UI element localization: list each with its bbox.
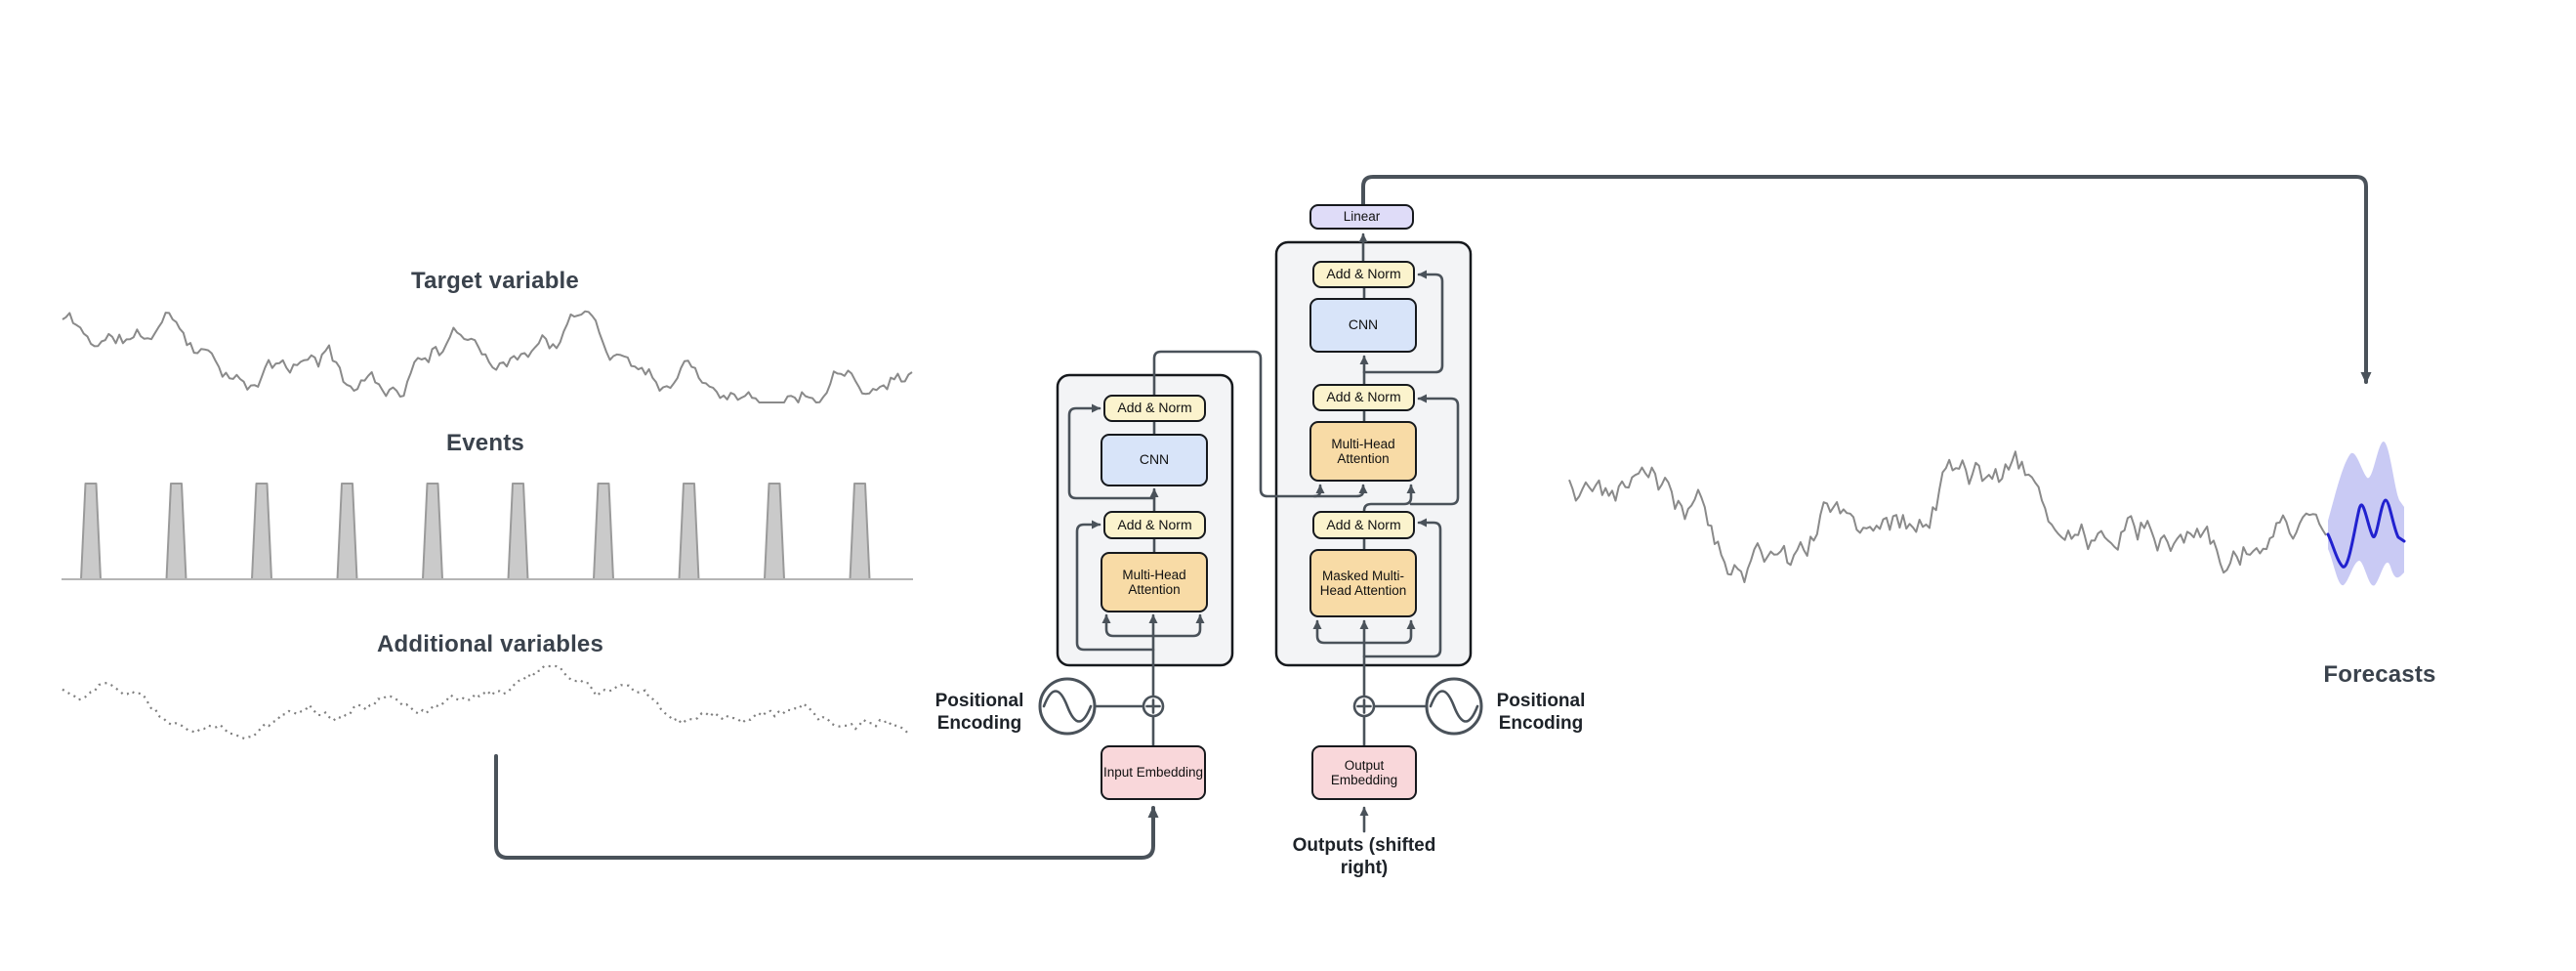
encoder-residual-cnn (1067, 403, 1156, 500)
events-series (80, 483, 871, 580)
event-pulse (80, 483, 102, 580)
encoder-add-norm-1: Add & Norm (1103, 395, 1206, 422)
encoder-attn-input-right (1151, 613, 1205, 638)
event-pulse (422, 483, 443, 580)
decoder-masked-input-right (1362, 619, 1416, 645)
target-variable-title: Target variable (411, 268, 579, 294)
encoder-to-decoder-connector (1152, 350, 1368, 498)
events-title: Events (446, 430, 524, 456)
sine-wave-icon (1425, 677, 1483, 736)
event-pulse (764, 483, 785, 580)
plus-circle-icon (1142, 695, 1165, 718)
plus-circle-icon (1352, 695, 1376, 718)
target-series (62, 310, 913, 403)
event-pulse (336, 483, 358, 580)
additional-variables-title: Additional variables (376, 631, 604, 657)
input-embedding: Input Embedding (1101, 745, 1206, 800)
encoder-add-norm-2: Add & Norm (1103, 511, 1206, 539)
history-series (1568, 450, 2327, 583)
event-pulse (593, 483, 614, 580)
encoder-attention: Multi-Head Attention (1101, 552, 1208, 612)
decoder-linear: Linear (1309, 204, 1414, 230)
input-connector-arrow (494, 754, 1159, 860)
sine-wave-icon (1038, 677, 1097, 736)
event-pulse (849, 483, 871, 580)
encoder-attn-input-left (1101, 613, 1155, 638)
decoder-residual-attn (1409, 394, 1460, 506)
decoder-add-norm-3: Add & Norm (1312, 511, 1415, 539)
event-pulse (251, 483, 272, 580)
linear-to-forecast-arrow (1361, 175, 2372, 384)
encoder-cnn: CNN (1101, 434, 1208, 486)
event-pulse (678, 483, 700, 580)
additional-series (62, 664, 909, 740)
decoder-cnn: CNN (1309, 298, 1417, 353)
decoder-attention: Multi-Head Attention (1309, 421, 1417, 482)
decoder-masked-input-left (1312, 619, 1366, 645)
event-pulse (165, 483, 187, 580)
decoder-add-norm-1: Add & Norm (1312, 261, 1415, 288)
outputs-shifted-right-label: Outputs (shifted right) (1292, 834, 1436, 878)
event-pulse (507, 483, 529, 580)
output-embedding: Output Embedding (1311, 745, 1417, 800)
encoder-residual-attn (1075, 520, 1155, 652)
decoder-masked-attention: Masked Multi-Head Attention (1309, 549, 1417, 617)
forecast-line (2326, 498, 2406, 569)
positional-encoding-right-label: Positional Encoding (1496, 690, 1586, 734)
decoder-residual-masked (1362, 518, 1442, 658)
decoder-residual-cnn (1362, 270, 1444, 374)
encoder-to-decoder-branch (1312, 484, 1325, 498)
decoder-query-path (1362, 484, 1416, 513)
decoder-add-norm-2: Add & Norm (1312, 384, 1415, 411)
forecasts-title: Forecasts (2323, 661, 2436, 688)
positional-encoding-left-label: Positional Encoding (935, 690, 1024, 734)
